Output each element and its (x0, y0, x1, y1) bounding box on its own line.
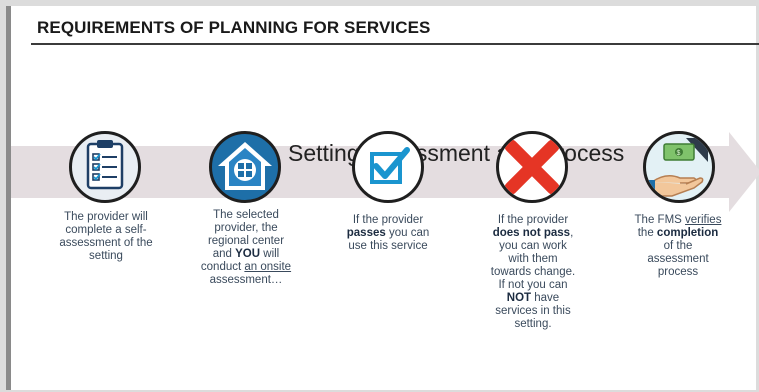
step-5-fragment: assessment (647, 253, 709, 265)
step-3-circle (352, 131, 424, 203)
step-4-fragment: with them (508, 253, 558, 265)
step-4-line: towards change. (478, 266, 588, 279)
step-5-line: The FMS verifies (623, 214, 733, 227)
step-4-fragment: services in this (495, 305, 571, 317)
step-4-fragment: If not you can (498, 279, 568, 291)
step-2-fragment: assessment… (209, 274, 283, 286)
step-3-emphasis: passes (346, 227, 386, 239)
clipboard-checklist-icon (86, 140, 124, 190)
step-5-underlined: verifies (685, 214, 722, 226)
step-4-line: does not pass, (478, 227, 588, 240)
step-3-line: use this service (333, 240, 443, 253)
step-3-fragment: you can (385, 227, 430, 239)
step-4-line: NOT have (478, 292, 588, 305)
title-underline (31, 43, 759, 45)
step-4-fragment: you can work (499, 240, 567, 252)
step-2-line: regional center (191, 235, 301, 248)
step-2-line: and YOU will (191, 248, 301, 261)
step-4-line: If not you can (478, 279, 588, 292)
step-4-fragment: towards change. (490, 266, 576, 278)
step-2-line: The selected (191, 209, 301, 222)
step-4-text: If the provider does not pass, you can w… (478, 214, 588, 331)
slide: REQUIREMENTS OF PLANNING FOR SERVICES Se… (6, 6, 759, 390)
step-4-fragment: , (570, 227, 574, 239)
money-hand-icon: $ (646, 138, 708, 198)
step-4-line: If the provider (478, 214, 588, 227)
step-1-text: The provider will complete a self- asses… (51, 211, 161, 263)
step-3-line: If the provider (333, 214, 443, 227)
step-4-line: with them (478, 253, 588, 266)
svg-text:$: $ (677, 150, 681, 157)
step-5-line: of the (623, 240, 733, 253)
step-1-circle (69, 131, 141, 203)
step-4-fragment: have (531, 292, 560, 304)
step-4-circle (496, 131, 568, 203)
step-2-line: assessment… (191, 274, 301, 287)
step-2-line: conduct an onsite (191, 261, 301, 274)
step-2-line: provider, the (191, 222, 301, 235)
step-4-emphasis: NOT (506, 292, 532, 304)
step-1-line: The provider will (64, 211, 148, 223)
step-2-fragment: and (212, 248, 236, 260)
step-2-fragment: regional center (207, 235, 285, 247)
red-x-icon (504, 139, 560, 195)
step-4-line: you can work (478, 240, 588, 253)
step-2-circle (209, 131, 281, 203)
step-2-fragment: provider, the (214, 222, 278, 234)
step-4-line: setting. (478, 318, 588, 331)
step-1-line: complete a self- (65, 224, 147, 236)
step-5-circle: $ (643, 131, 715, 203)
step-5-line: the completion (623, 227, 733, 240)
step-3-line: passes you can (333, 227, 443, 240)
step-3-text: If the provider passes you can use this … (333, 214, 443, 253)
step-5-emphasis: completion (656, 227, 719, 239)
step-5-fragment: the (637, 227, 657, 239)
step-5-text: The FMS verifies the completion of the a… (623, 214, 733, 279)
step-1-line: setting (89, 250, 123, 262)
step-4-line: services in this (478, 305, 588, 318)
step-3-fragment: If the provider (352, 214, 424, 226)
process-banner: Setting Assessment and Process (288, 140, 625, 166)
step-4-fragment: If the provider (497, 214, 569, 226)
step-4-fragment: setting. (514, 318, 552, 330)
step-3-fragment: use this service (348, 240, 428, 252)
step-2-text: The selected provider, the regional cent… (191, 209, 301, 287)
step-5-fragment: process (657, 266, 699, 278)
step-5-fragment: of the (663, 240, 693, 252)
step-1-line: assessment of the (59, 237, 153, 249)
step-5-line: process (623, 266, 733, 279)
step-2-fragment: will (260, 248, 280, 260)
step-2-underlined: an onsite (244, 261, 292, 273)
checkbox-check-icon (370, 147, 410, 184)
house-search-icon (218, 142, 272, 190)
step-5-line: assessment (623, 253, 733, 266)
slide-title: REQUIREMENTS OF PLANNING FOR SERVICES (37, 18, 431, 37)
step-2-emphasis: YOU (235, 248, 261, 260)
step-2-fragment: The selected (213, 209, 279, 221)
step-4-emphasis: does not pass (492, 227, 571, 239)
step-2-fragment: conduct (200, 261, 245, 273)
step-5-fragment: The FMS (634, 214, 686, 226)
